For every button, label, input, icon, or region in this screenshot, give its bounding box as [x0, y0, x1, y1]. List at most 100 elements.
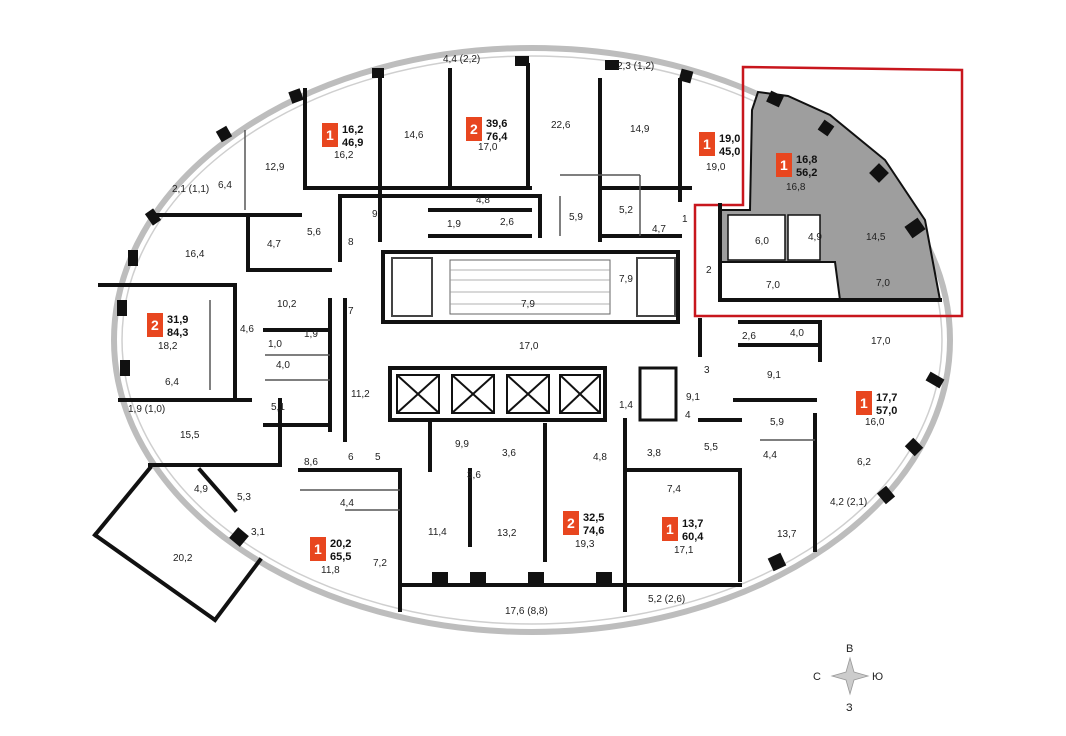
room-area-label: 2,1 (1,1): [172, 184, 209, 195]
door-number: 1: [682, 214, 688, 225]
room-area-label: 16,4: [185, 249, 205, 260]
door-number: 5: [375, 452, 381, 463]
badge-area: 45,0: [719, 146, 740, 158]
apartment-badge[interactable]: 2 32,5 74,6: [563, 511, 604, 537]
room-area-label: 3,1: [251, 527, 265, 538]
stair-flight: [449, 259, 611, 315]
door-number: 4: [685, 410, 691, 421]
room-area-label: 12,9: [265, 162, 285, 173]
room-area-label: 6,4: [218, 180, 232, 191]
room-area-label: 14,9: [630, 124, 650, 135]
room-area-label: 1,4: [619, 400, 633, 411]
room-area-label: 8,6: [304, 457, 318, 468]
room-area-label: 5,9: [569, 212, 583, 223]
room-area-label: 7,2: [373, 558, 387, 569]
badge-total: 16,2: [342, 124, 363, 136]
room-area-label: 4,6: [240, 324, 254, 335]
room-area-label: 5,2: [619, 205, 633, 216]
room-area-label: 5,5: [704, 442, 718, 453]
room-area-label: 5,3: [237, 492, 251, 503]
badge-area: 84,3: [167, 327, 188, 339]
room-area-label: 7,9: [619, 274, 633, 285]
door-number: 2: [706, 265, 712, 276]
apartment-badge[interactable]: 1 20,2 65,5: [310, 537, 351, 563]
badge-area: 65,5: [330, 551, 351, 563]
badge-area: 46,9: [342, 137, 363, 149]
interior-walls: [92, 63, 942, 623]
room-area-label: 4,7: [267, 239, 281, 250]
room-area-label: 9,1: [686, 392, 700, 403]
room-area-label: 16,2: [334, 150, 354, 161]
apartment-badge[interactable]: 2 39,6 76,4: [466, 117, 508, 143]
room-area-label: 14,5: [866, 232, 886, 243]
badge-rooms: 2: [470, 121, 478, 137]
badge-total: 13,7: [682, 518, 703, 530]
room-area-label: 19,0: [706, 162, 726, 173]
room-area-label: 10,2: [277, 299, 297, 310]
compass-west: С: [813, 671, 821, 683]
room-area-label: 3,6: [467, 470, 481, 481]
badge-rooms: 2: [567, 515, 575, 531]
apartment-badge[interactable]: 2 31,9 84,3: [147, 313, 188, 339]
room-area-label: 4,9: [194, 484, 208, 495]
room-area-label: 9,9: [455, 439, 469, 450]
apartment-badge[interactable]: 1 19,0 45,0: [699, 132, 740, 158]
room-area-label: 17,0: [478, 142, 498, 153]
selected-apartment-wc: [787, 214, 821, 261]
room-area-label: 19,3: [575, 539, 595, 550]
compass-south: З: [846, 702, 853, 714]
selected-apartment[interactable]: [719, 90, 942, 301]
compass-east: Ю: [872, 671, 883, 683]
compass: В З С Ю: [813, 643, 883, 714]
room-area-label: 2,3 (1,2): [617, 61, 654, 72]
room-area-label: 13,2: [497, 528, 517, 539]
selected-apartment-bath: [727, 214, 786, 261]
room-area-label: 3,8: [647, 448, 661, 459]
room-area-label: 16,0: [865, 417, 885, 428]
badge-rooms: 1: [860, 395, 868, 411]
room-area-label: 7,9: [521, 299, 535, 310]
highlight-frame: [693, 65, 964, 318]
room-area-label: 4,2 (2,1): [830, 497, 867, 508]
door-number: 8: [348, 237, 354, 248]
room-area-label: 17,0: [871, 336, 891, 347]
building-outline-inner: [121, 55, 943, 625]
room-area-label: 4,0: [790, 328, 804, 339]
room-area-label: 20,2: [173, 553, 193, 564]
badge-rooms: 1: [703, 136, 711, 152]
room-area-label: 4,4: [763, 450, 777, 461]
apartment-badges[interactable]: 1 16,2 46,9 2 39,6 76,4 1 19,0 45,0 1 16…: [147, 117, 897, 563]
badge-area: 57,0: [876, 405, 897, 417]
apartment-badge[interactable]: 1 17,7 57,0: [856, 391, 897, 417]
room-area-label: 1,0: [268, 339, 282, 350]
room-area-label: 13,7: [777, 529, 797, 540]
apartment-badge[interactable]: 1 16,8 56,2: [776, 153, 817, 179]
room-area-label: 1,9: [447, 219, 461, 230]
badge-area: 74,6: [583, 525, 604, 537]
room-area-label: 5,6: [307, 227, 321, 238]
room-area-label: 17,6 (8,8): [505, 606, 548, 617]
apartment-badge[interactable]: 1 13,7 60,4: [662, 517, 704, 543]
badge-area: 56,2: [796, 167, 817, 179]
door-number: 6: [348, 452, 354, 463]
staircase: [381, 250, 680, 324]
room-area-label: 2,6: [742, 331, 756, 342]
room-area-label: 15,5: [180, 430, 200, 441]
apartment-badge[interactable]: 1 16,2 46,9: [322, 123, 363, 149]
room-area-label: 6,4: [165, 377, 179, 388]
partition-walls: [209, 130, 815, 511]
facade-piers: [117, 56, 945, 584]
room-area-label: 5,1: [271, 402, 285, 413]
room-area-label: 11,2: [351, 389, 370, 400]
room-area-label: 4,8: [593, 452, 607, 463]
badge-rooms: 1: [326, 127, 334, 143]
room-area-label: 6,0: [755, 236, 769, 247]
room-area-label: 4,4 (2,2): [443, 54, 480, 65]
room-area-label: 16,8: [786, 182, 806, 193]
compass-north: В: [846, 643, 853, 655]
room-area-label: 2,6: [500, 217, 514, 228]
room-area-label: 5,2 (2,6): [648, 594, 685, 605]
building-outline: [111, 45, 953, 635]
stair-landing-left: [391, 257, 433, 317]
